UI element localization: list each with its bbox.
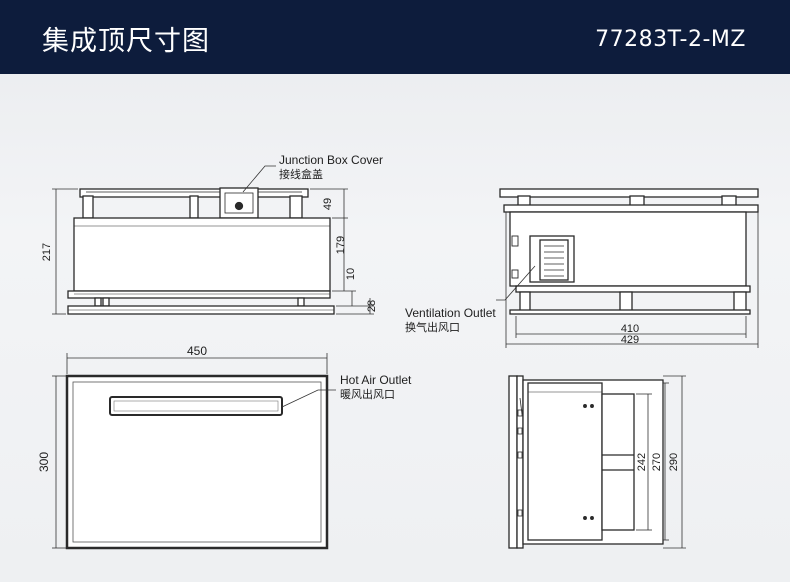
header-bar: 集成顶尺寸图 77283T-2-MZ — [0, 0, 790, 74]
dim-total-height: 217 — [41, 243, 53, 261]
hot-air-label-en: Hot Air Outlet — [340, 373, 412, 387]
page-title: 集成顶尺寸图 — [42, 26, 210, 57]
dim-panel-depth: 300 — [37, 452, 51, 472]
dim-depth-290: 290 — [668, 453, 680, 471]
panel-view — [65, 374, 329, 550]
front-view — [67, 187, 335, 315]
side-view — [499, 188, 759, 315]
dimension-drawing: 217 49 179 10 28 Junction Box Cover 接线盒盖 — [37, 153, 759, 550]
side-dim-lines — [505, 212, 759, 348]
ventilation-label-cn: 换气出风口 — [405, 320, 460, 334]
junction-box-label-en: Junction Box Cover — [279, 153, 383, 167]
dim-body-height: 179 — [335, 236, 347, 254]
hot-air-label-cn: 暖风出风口 — [340, 387, 395, 401]
ventilation-leader — [496, 265, 536, 301]
top-view — [508, 375, 664, 549]
dim-depth-270: 270 — [651, 453, 663, 471]
dim-panel-width: 450 — [187, 344, 207, 358]
hot-air-leader — [281, 389, 336, 408]
dim-gap: 10 — [345, 268, 357, 280]
dim-top-part: 49 — [322, 198, 334, 210]
panel-dim-lines — [52, 353, 328, 549]
junction-box-label-cn: 接线盒盖 — [279, 167, 323, 181]
dim-outer-width: 429 — [621, 334, 639, 346]
junction-box-leader — [242, 165, 276, 193]
dim-inner-width: 410 — [621, 323, 639, 335]
dim-depth-242: 242 — [636, 453, 648, 471]
dim-panel-thickness: 28 — [366, 300, 378, 312]
model-number: 77283T-2-MZ — [595, 27, 746, 52]
ventilation-label-en: Ventilation Outlet — [405, 306, 496, 320]
front-dim-lines — [52, 188, 374, 315]
top-dim-lines — [636, 375, 686, 549]
